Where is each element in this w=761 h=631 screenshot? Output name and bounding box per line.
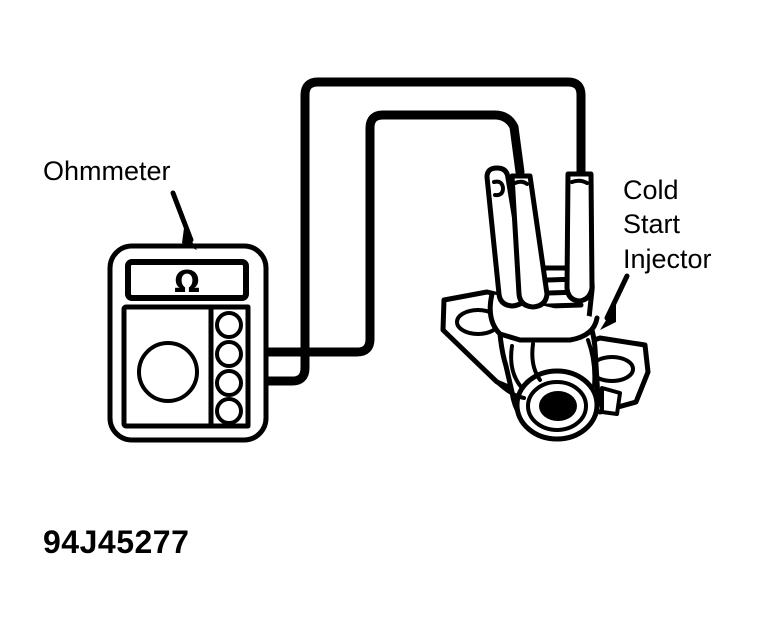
- injector-label-line-2: Start: [623, 209, 681, 239]
- injector-label-line-3: Injector: [623, 244, 712, 274]
- ohm-symbol: Ω: [174, 265, 200, 300]
- part-number: 94J45277: [43, 524, 189, 560]
- injector-leader-line: [604, 273, 630, 321]
- injector-callout: Cold Start Injector: [600, 175, 712, 330]
- injector-body-contours: [495, 338, 597, 400]
- cold-start-injector-assembly[interactable]: [440, 165, 651, 442]
- injector-label-line-1: Cold: [623, 175, 679, 205]
- ohmmeter-device[interactable]: Ω: [107, 243, 269, 443]
- ohmmeter-arrowhead-icon: [182, 228, 197, 250]
- test-leads-group: [245, 77, 586, 386]
- injector-arrowhead-icon: [600, 304, 616, 330]
- injector-pin-3-cap-detail: [570, 178, 589, 185]
- flange-right-tab: [600, 386, 622, 416]
- ohmmeter-callout: Ohmmeter: [43, 156, 197, 250]
- lead-inner: [245, 110, 525, 357]
- ohmmeter-label: Ohmmeter: [43, 156, 171, 186]
- injector-pin-2-cap-detail: [513, 179, 529, 186]
- injector-pin-2[interactable]: [509, 173, 550, 310]
- meter-rotary-dial[interactable]: [137, 341, 199, 403]
- meter-jack-1[interactable]: [215, 311, 243, 339]
- injector-nozzle-bore: [539, 391, 577, 421]
- ohmmeter-leader-line: [170, 190, 194, 243]
- meter-jack-4[interactable]: [215, 397, 243, 425]
- lead-outer: [245, 77, 586, 386]
- meter-display-window: [125, 259, 249, 301]
- injector-pin-1-detail: [492, 179, 505, 198]
- meter-jack-2[interactable]: [215, 340, 243, 368]
- injector-pin-3[interactable]: [564, 171, 595, 304]
- meter-jack-3[interactable]: [215, 369, 243, 397]
